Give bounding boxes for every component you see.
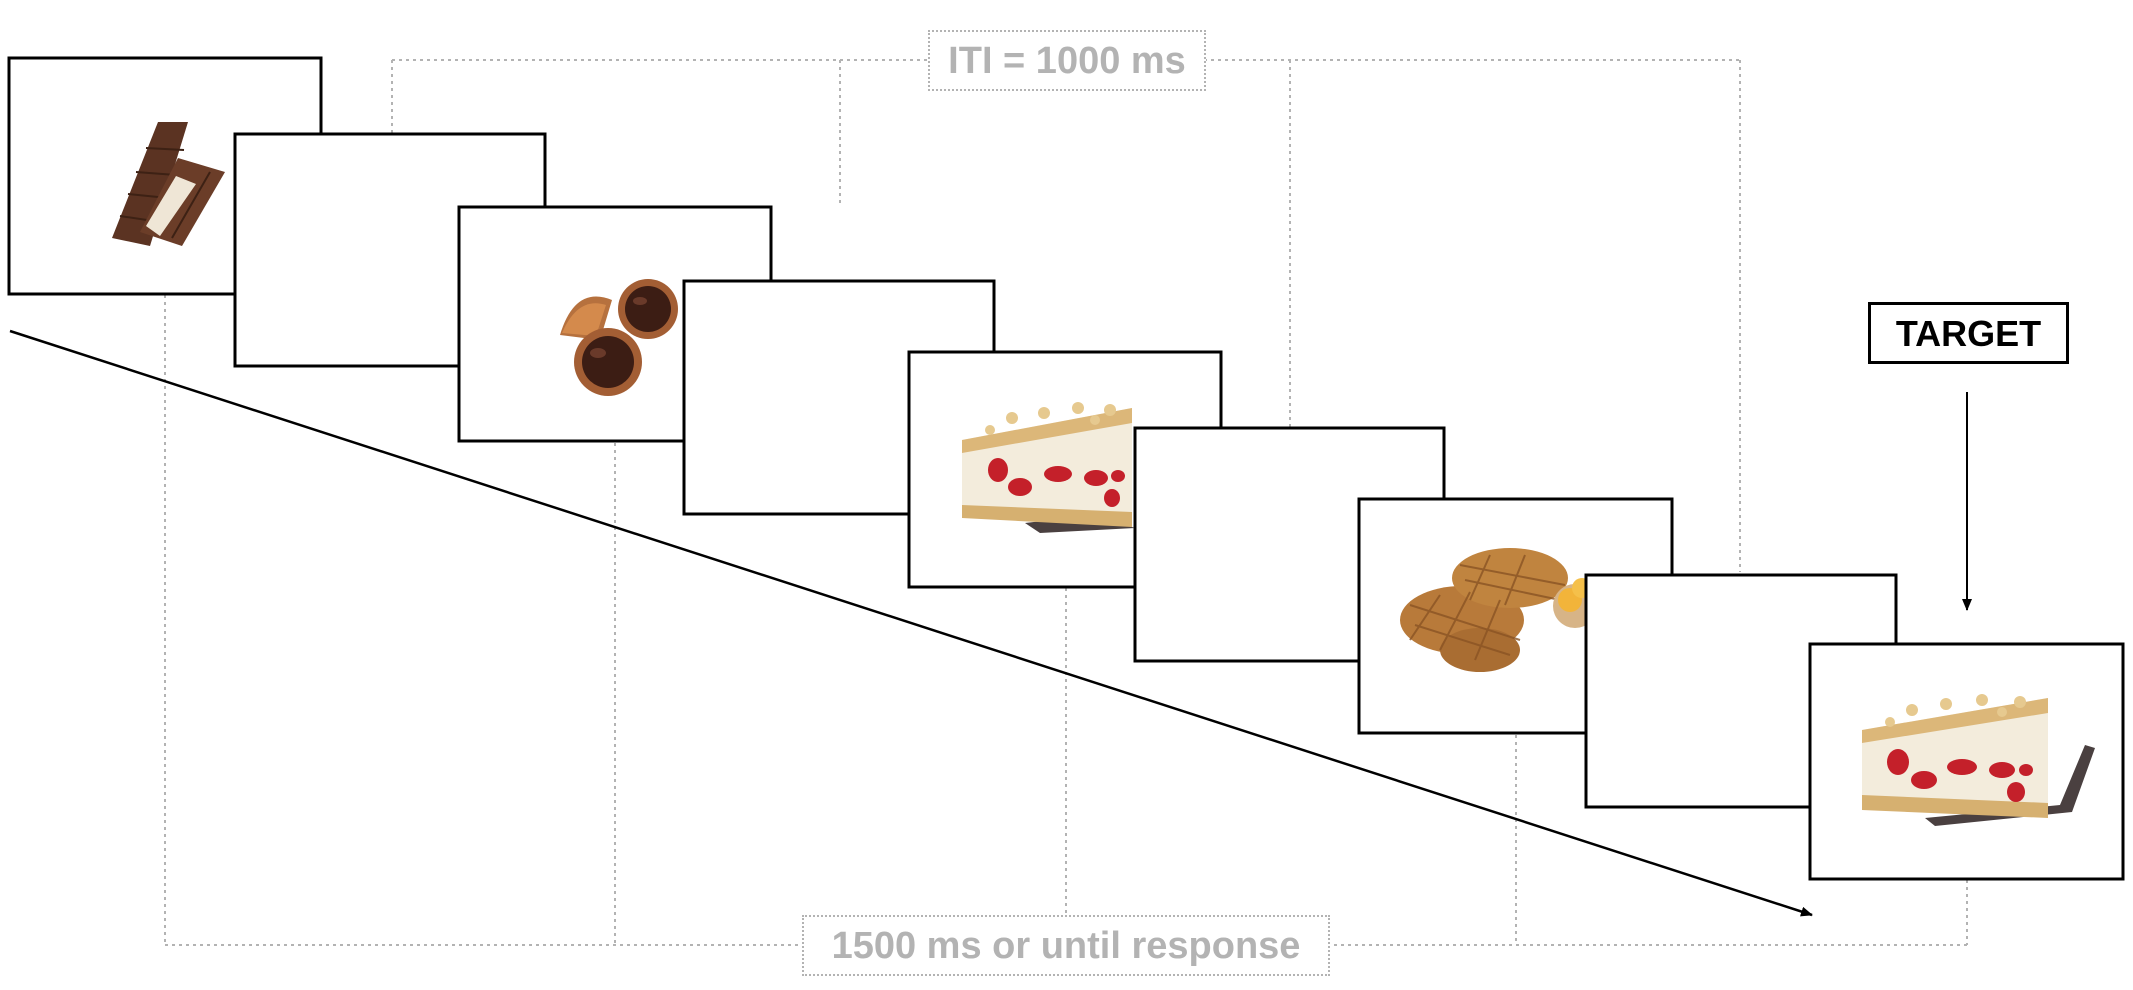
target-cheesecake-image xyxy=(1862,694,2095,826)
waffles-image xyxy=(1400,548,1597,672)
target-label: TARGET xyxy=(1868,302,2069,364)
chocolate-bar-image xyxy=(112,122,225,246)
response-window-label: 1500 ms or until response xyxy=(802,915,1330,976)
stimulus-frames xyxy=(7,56,2125,881)
response-bracket xyxy=(164,295,1968,946)
time-arrow xyxy=(9,329,1813,917)
frame-9-target xyxy=(1808,642,2125,881)
iti-label: ITI = 1000 ms xyxy=(928,30,1206,91)
cheesecake-image xyxy=(962,402,1135,533)
pralines-image xyxy=(560,279,678,396)
